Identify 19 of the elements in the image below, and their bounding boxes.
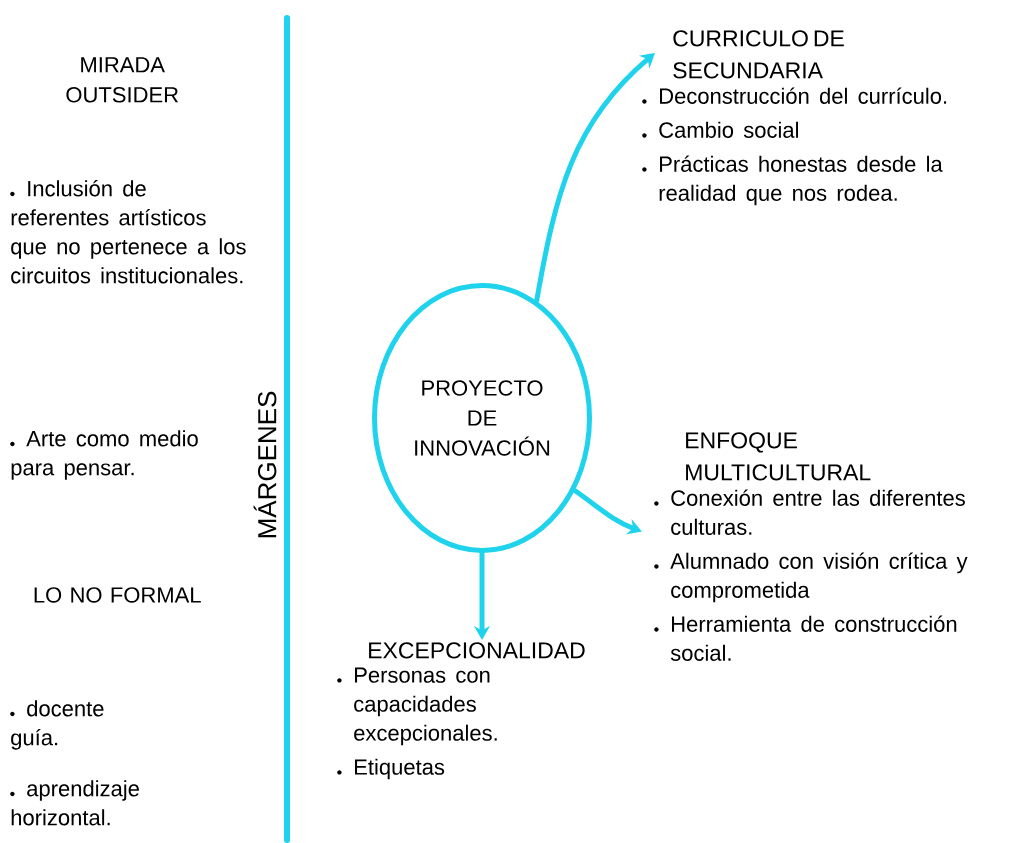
bullet-item: Prácticas honestas desde la realidad que nos rodea.: [642, 155, 943, 206]
bullet-item: Etiquetas: [337, 758, 445, 780]
heading: ENFOQUE MULTICULTURAL: [686, 432, 871, 481]
bullet-item: Arte como medio para pensar.: [10, 430, 198, 480]
bullet-item: Personas con capacidades excepcionales.: [337, 667, 497, 746]
heading: CURRICULO DE SECUNDARIA: [673, 30, 844, 79]
bullet-item: aprendizaje horizontal.: [10, 780, 139, 826]
arrow: [534, 53, 655, 304]
heading: MIRADA OUTSIDER: [66, 57, 179, 103]
bullet-item: docente guía.: [10, 700, 104, 750]
bullet-item: Cambio social: [642, 121, 798, 138]
heading: EXCEPCIONALIDAD: [369, 642, 585, 659]
bullet-item: Alumnado con visión crítica y comprometida: [654, 552, 968, 603]
bullet-item: Inclusión de referentes artísticos que no pertenece a los circuitos institucionales.: [10, 180, 246, 284]
bullet-item: Deconstrucción del currículo.: [642, 87, 947, 104]
bullet-item: Conexión entre las diferentes culturas.: [654, 489, 965, 535]
vertical-label: MÁRGENES: [253, 391, 277, 538]
heading: LO NO FORMAL: [34, 587, 201, 603]
bullet-item: Herramienta de construcción social.: [654, 615, 957, 661]
